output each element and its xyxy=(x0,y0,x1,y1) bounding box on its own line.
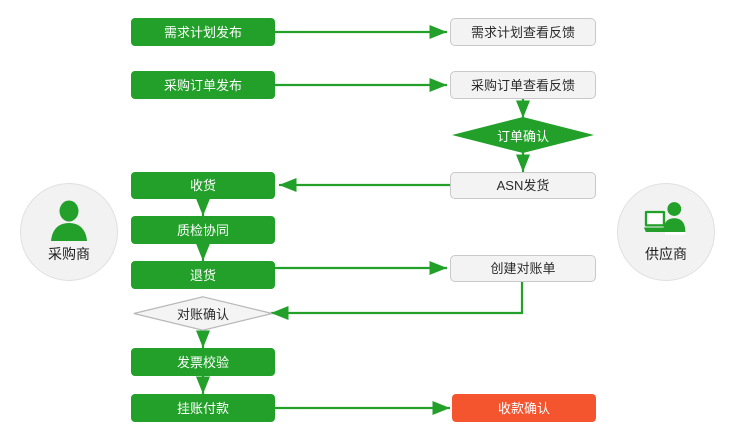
actor-supplier[interactable]: 供应商 xyxy=(617,183,715,281)
node-demand-plan-view-feedback[interactable]: 需求计划查看反馈 xyxy=(450,18,596,46)
diamond-shape xyxy=(452,117,594,153)
node-payment-receipt-confirm[interactable]: 收款确认 xyxy=(452,394,596,422)
node-label: 采购订单发布 xyxy=(163,77,242,93)
node-label: 发票校验 xyxy=(176,354,229,370)
node-quality-inspection-collaboration[interactable]: 质检协同 xyxy=(131,216,275,244)
node-label: 对账确认 xyxy=(176,307,229,322)
actor-buyer-label: 采购商 xyxy=(48,246,90,262)
node-asn-shipment[interactable]: ASN发货 xyxy=(450,172,596,199)
actor-supplier-label: 供应商 xyxy=(645,246,687,262)
node-label: 需求计划查看反馈 xyxy=(470,24,575,40)
person-at-computer-icon xyxy=(643,202,686,235)
node-create-reconciliation-statement[interactable]: 创建对账单 xyxy=(450,255,596,282)
node-label: 挂账付款 xyxy=(176,400,229,416)
actor-buyer[interactable]: 采购商 xyxy=(20,183,118,281)
node-purchase-order-publish[interactable]: 采购订单发布 xyxy=(131,71,275,99)
node-goods-receipt[interactable]: 收货 xyxy=(131,172,275,199)
node-label: 订单确认 xyxy=(496,128,549,144)
node-label: ASN发货 xyxy=(496,178,550,193)
node-accrual-payment[interactable]: 挂账付款 xyxy=(131,394,275,422)
node-label: 退货 xyxy=(189,267,216,283)
node-label: 采购订单查看反馈 xyxy=(470,77,575,93)
node-demand-plan-publish[interactable]: 需求计划发布 xyxy=(131,18,275,46)
person-icon xyxy=(51,200,87,241)
node-label: 质检协同 xyxy=(176,222,229,238)
node-invoice-verification[interactable]: 发票校验 xyxy=(131,348,275,376)
node-return-goods[interactable]: 退货 xyxy=(131,261,275,289)
node-label: 需求计划发布 xyxy=(163,24,242,40)
node-reconciliation-confirm[interactable]: 对账确认 xyxy=(133,296,273,331)
diamond-shape xyxy=(133,296,273,331)
node-label: 收款确认 xyxy=(497,400,550,416)
edge-n10-n11 xyxy=(271,282,524,321)
node-purchase-order-view-feedback[interactable]: 采购订单查看反馈 xyxy=(450,71,596,99)
node-label: 创建对账单 xyxy=(490,261,556,276)
node-label: 收货 xyxy=(189,178,216,193)
node-order-confirm[interactable]: 订单确认 xyxy=(452,117,594,153)
